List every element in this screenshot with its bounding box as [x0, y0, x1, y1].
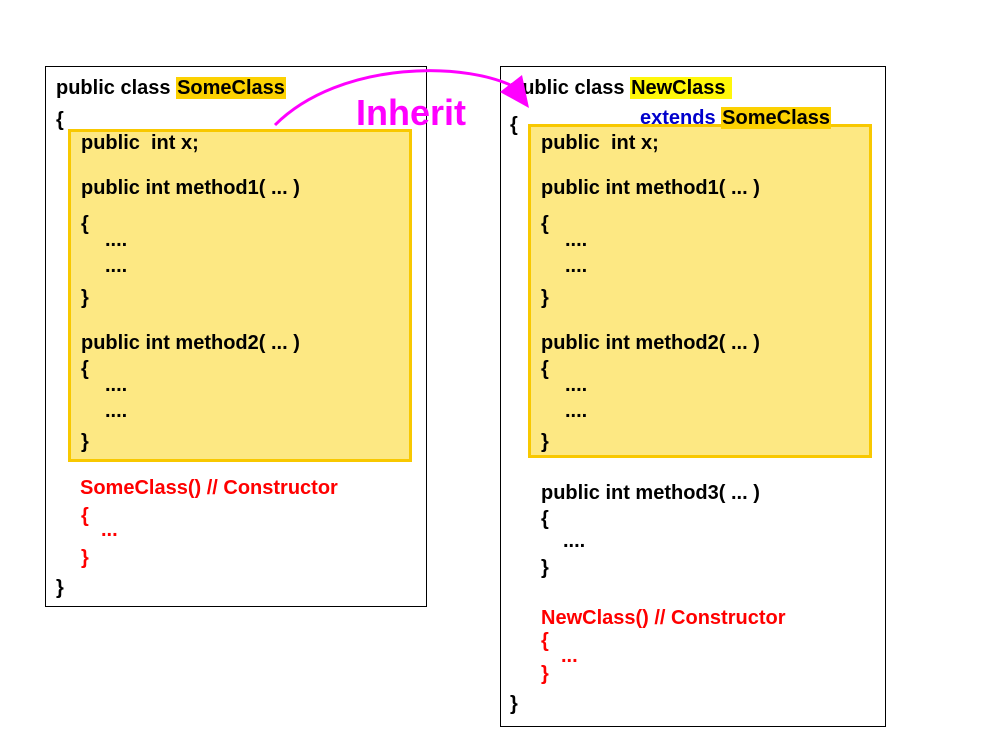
inherit-arrow-path [273, 69, 521, 127]
newclass-method2-signature: public int method2( ... ) [541, 332, 760, 354]
someclass-constructor: SomeClass() // Constructor [80, 477, 338, 499]
newclass-field-x: public int x; [541, 132, 659, 154]
inherit-label: Inherit [356, 92, 467, 133]
newclass-method1-signature: public int method1( ... ) [541, 177, 760, 199]
someclass-close-brace: } [56, 577, 64, 599]
someclass-constructor-body: ... [101, 519, 118, 541]
class-keyword: public class [56, 77, 177, 99]
newclass-close-brace: } [510, 693, 518, 715]
inherit-arrow-head [500, 75, 529, 108]
inherited-members-box-newclass [528, 124, 872, 458]
someclass-declaration: public class SomeClass [56, 77, 286, 99]
newclass-method2-body: .... [565, 400, 588, 422]
extends-keyword: extends [640, 107, 716, 129]
someclass-method1-open: { [81, 213, 89, 235]
someclass-open-brace: { [56, 109, 64, 131]
newclass-method2-body: .... [565, 374, 588, 396]
newclass-extends-clause: extends SomeClass [640, 107, 831, 129]
newclass-name: NewClass [630, 77, 733, 99]
newclass-constructor-open: { [541, 630, 549, 652]
newclass-open-brace: { [510, 114, 518, 136]
superclass-name: SomeClass [721, 107, 831, 129]
newclass-method2-close: } [541, 431, 549, 453]
newclass-method1-open: { [541, 213, 549, 235]
newclass-method3-signature: public int method3( ... ) [541, 482, 760, 504]
someclass-method2-body: .... [105, 374, 128, 396]
someclass-method2-open: { [81, 358, 89, 380]
someclass-method1-close: } [81, 287, 89, 309]
someclass-method2-close: } [81, 431, 89, 453]
someclass-method2-body: .... [105, 400, 128, 422]
newclass-method1-body: .... [565, 229, 588, 251]
newclass-constructor-body: ... [561, 645, 578, 667]
someclass-method1-body: .... [105, 255, 128, 277]
newclass-method1-body: .... [565, 255, 588, 277]
someclass-method1-signature: public int method1( ... ) [81, 177, 300, 199]
someclass-name: SomeClass [176, 77, 286, 99]
newclass-constructor: NewClass() // Constructor [541, 607, 786, 629]
someclass-constructor-close: } [81, 547, 89, 569]
newclass-method3-body: .... [563, 530, 586, 552]
inherited-members-box-someclass [68, 129, 412, 462]
newclass-constructor-close: } [541, 663, 549, 685]
someclass-method1-body: .... [105, 229, 128, 251]
someclass-method2-signature: public int method2( ... ) [81, 332, 300, 354]
newclass-method3-close: } [541, 557, 549, 579]
someclass-constructor-open: { [81, 505, 89, 527]
newclass-method2-open: { [541, 358, 549, 380]
newclass-declaration: public class NewClass [510, 77, 733, 99]
newclass-method3-open: { [541, 508, 549, 530]
newclass-method1-close: } [541, 287, 549, 309]
someclass-field-x: public int x; [81, 132, 199, 154]
